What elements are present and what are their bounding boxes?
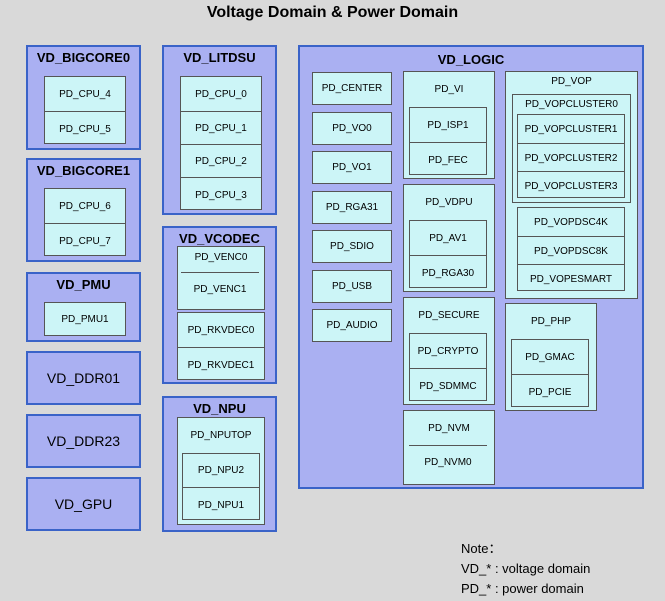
pd-venc0-group: PD_VENC0 PD_VENC1	[177, 246, 265, 310]
vd-logic: VD_LOGIC PD_CENTER PD_VO0 PD_VO1 PD_RGA3…	[298, 45, 644, 489]
vd-bigcore0-pd-stack: PD_CPU_4 PD_CPU_5	[44, 76, 126, 144]
pd-rga31: PD_RGA31	[312, 191, 392, 224]
vd-npu: VD_NPU PD_NPUTOP PD_NPU2 PD_NPU1	[162, 396, 277, 532]
pd-nputop-label: PD_NPUTOP	[190, 430, 252, 441]
vd-bigcore1-pd-stack: PD_CPU_6 PD_CPU_7	[44, 188, 126, 256]
pd-vopcluster0-label: PD_VOPCLUSTER0	[525, 99, 618, 110]
pd-vi-stack: PD_ISP1 PD_FEC	[409, 107, 487, 175]
pd-audio: PD_AUDIO	[312, 309, 392, 342]
pd-secure-label: PD_SECURE	[418, 310, 480, 321]
vd-ddr01: VD_DDR01	[26, 351, 141, 405]
pd-av1: PD_AV1	[429, 232, 467, 244]
pd-vi-group: PD_VI PD_ISP1 PD_FEC	[403, 71, 495, 179]
pd-cpu-5: PD_CPU_5	[45, 111, 125, 146]
pd-nvm-label: PD_NVM	[428, 423, 470, 434]
vd-ddr23: VD_DDR23	[26, 414, 141, 468]
pd-pcie: PD_PCIE	[512, 374, 588, 409]
vd-pmu-label: VD_PMU	[56, 277, 111, 292]
note-pd-line: PD_* : power domain	[461, 581, 584, 596]
pd-vdpu-stack: PD_AV1 PD_RGA30	[409, 220, 487, 288]
pd-nputop-stack: PD_NPU2 PD_NPU1	[182, 453, 260, 520]
pd-vdpu-group: PD_VDPU PD_AV1 PD_RGA30	[403, 184, 495, 292]
pd-sdio: PD_SDIO	[312, 230, 392, 263]
pd-cpu-1: PD_CPU_1	[181, 111, 261, 145]
pd-vopcluster2: PD_VOPCLUSTER2	[518, 143, 624, 172]
vd-vcodec: VD_VCODEC PD_VENC0 PD_VENC1 PD_RKVDEC0 P…	[162, 226, 277, 384]
vd-bigcore1: VD_BIGCORE1 PD_CPU_6 PD_CPU_7	[26, 158, 141, 262]
pd-vopcluster-stack: PD_VOPCLUSTER1 PD_VOPCLUSTER2 PD_VOPCLUS…	[517, 114, 625, 198]
pd-secure-stack: PD_CRYPTO PD_SDMMC	[409, 333, 487, 401]
pd-fec: PD_FEC	[410, 142, 486, 177]
pd-php-stack: PD_GMAC PD_PCIE	[511, 339, 589, 407]
note-title: Note：	[461, 541, 502, 556]
pd-vopdsc4k: PD_VOPDSC4K	[534, 216, 608, 228]
pd-vopcluster1: PD_VOPCLUSTER1	[524, 123, 618, 135]
pd-nvm0: PD_NVM0	[409, 445, 487, 479]
pd-cpu-0: PD_CPU_0	[195, 88, 247, 100]
pd-isp1: PD_ISP1	[427, 119, 469, 131]
vd-logic-label: VD_LOGIC	[437, 52, 505, 67]
vd-npu-label: VD_NPU	[193, 401, 246, 416]
pd-nvm-group: PD_NVM PD_NVM0	[403, 410, 495, 485]
vd-gpu: VD_GPU	[26, 477, 141, 531]
pd-npu2: PD_NPU2	[197, 465, 245, 476]
note-block: Note： VD_* : voltage domain PD_* : power…	[461, 539, 661, 599]
pd-center: PD_CENTER	[312, 72, 392, 105]
pd-vo1: PD_VO1	[312, 151, 392, 184]
vd-bigcore0: VD_BIGCORE0 PD_CPU_4 PD_CPU_5	[26, 45, 141, 150]
vd-litdsu: VD_LITDSU PD_CPU_0 PD_CPU_1 PD_CPU_2 PD_…	[162, 45, 277, 215]
vd-litdsu-pd-stack: PD_CPU_0 PD_CPU_1 PD_CPU_2 PD_CPU_3	[180, 76, 262, 210]
pd-usb: PD_USB	[312, 270, 392, 303]
vd-vcodec-rkvdec-stack: PD_RKVDEC0 PD_RKVDEC1	[177, 312, 265, 380]
pd-vdpu-label: PD_VDPU	[425, 197, 473, 208]
pd-gmac: PD_GMAC	[525, 351, 575, 363]
pd-pmu1: PD_PMU1	[44, 302, 126, 336]
pd-secure-group: PD_SECURE PD_CRYPTO PD_SDMMC	[403, 297, 495, 405]
pd-venc0-label: PD_VENC0	[194, 252, 248, 263]
note-vd-line: VD_* : voltage domain	[461, 561, 591, 576]
pd-rkvdec1: PD_RKVDEC1	[178, 347, 264, 382]
pd-vi-label: PD_VI	[434, 84, 464, 95]
pd-rkvdec0: PD_RKVDEC0	[187, 324, 255, 336]
pd-cpu-6: PD_CPU_6	[59, 200, 111, 212]
pd-vop-label: PD_VOP	[551, 76, 592, 87]
pd-rga30: PD_RGA30	[410, 255, 486, 290]
diagram-title: Voltage Domain & Power Domain	[206, 4, 459, 21]
pd-venc1: PD_VENC1	[181, 272, 259, 305]
pd-vopcluster3: PD_VOPCLUSTER3	[518, 171, 624, 200]
pd-cpu-4: PD_CPU_4	[59, 88, 111, 100]
pd-vopcluster0-group: PD_VOPCLUSTER0 PD_VOPCLUSTER1 PD_VOPCLUS…	[512, 94, 631, 203]
pd-nputop-group: PD_NPUTOP PD_NPU2 PD_NPU1	[177, 417, 265, 525]
pd-npu1: PD_NPU1	[183, 487, 259, 522]
pd-cpu-3: PD_CPU_3	[181, 177, 261, 212]
vd-pmu: VD_PMU PD_PMU1	[26, 272, 141, 342]
vd-litdsu-label: VD_LITDSU	[183, 50, 256, 65]
pd-vo0: PD_VO0	[312, 112, 392, 145]
vd-bigcore1-label: VD_BIGCORE1	[36, 163, 131, 178]
pd-vop-group: PD_VOP PD_VOPCLUSTER0 PD_VOPCLUSTER1 PD_…	[505, 71, 638, 299]
pd-sdmmc: PD_SDMMC	[410, 368, 486, 403]
vd-vcodec-label: VD_VCODEC	[179, 231, 260, 246]
vd-bigcore0-label: VD_BIGCORE0	[36, 50, 131, 65]
pd-php-group: PD_PHP PD_GMAC PD_PCIE	[505, 303, 597, 411]
pd-cpu-7: PD_CPU_7	[45, 223, 125, 258]
pd-vopdsc8k: PD_VOPDSC8K	[518, 236, 624, 265]
pd-crypto: PD_CRYPTO	[417, 345, 479, 357]
pd-vopesmart: PD_VOPESMART	[518, 264, 624, 293]
pd-php-label: PD_PHP	[530, 316, 571, 327]
pd-vop-dsc-stack: PD_VOPDSC4K PD_VOPDSC8K PD_VOPESMART	[517, 207, 625, 291]
pd-cpu-2: PD_CPU_2	[181, 144, 261, 178]
